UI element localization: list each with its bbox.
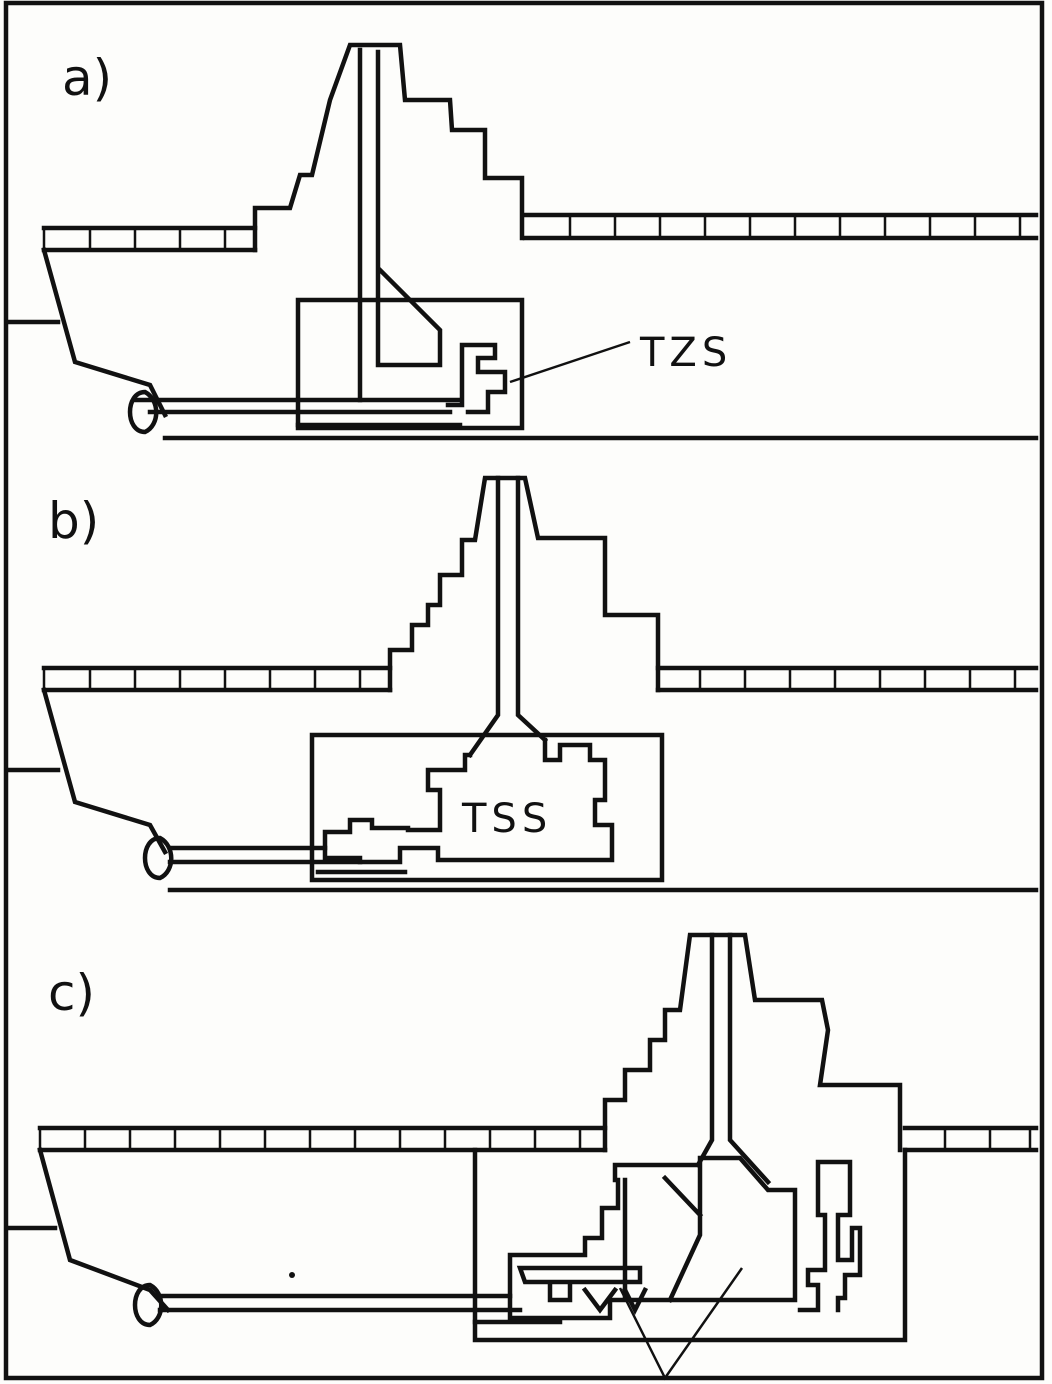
panel-c: c) [5,932,1039,1381]
panel-c-engine-block [507,1155,798,1321]
panel-c-leader-lines [618,1267,744,1381]
panel-b-shaft [167,845,408,875]
panel-a-shaft [132,397,463,428]
panel-c-uptake [694,932,772,1186]
panel-a-deck-hatching [42,215,1022,250]
panel-c-speck [289,1272,295,1278]
panel-a-propeller-icon [127,389,159,435]
panel-c-gearbox [516,1265,649,1316]
panel-b-deck-hatching [42,668,1017,690]
figure-frame [3,0,1045,1381]
panel-a-uptake [357,47,443,403]
panel-a-superstructure [252,42,525,253]
panel-b-deck [41,665,1039,693]
panel-c-propeller-icon [132,1282,164,1328]
panel-c-auxiliary-unit [797,1159,863,1313]
panel-a-label: a) [62,49,112,107]
panel-a-deck [41,212,1039,253]
panel-b-hull [5,687,169,856]
panel-b-uptake [466,475,549,759]
panel-a-turbine-unit [445,342,508,415]
panel-c-deck-hatching [38,1128,1032,1150]
panel-a-leader-line [509,340,631,384]
panel-c-deck [37,1125,1039,1153]
panel-b-label: b) [48,492,99,550]
panel-b-superstructure [387,475,661,693]
panel-c-label: c) [48,964,95,1022]
panel-b-engine-room [309,732,665,883]
panel-a-annotation: TZS [639,330,732,376]
panel-c-superstructure [602,932,903,1153]
panel-a: a) TZS [5,42,1039,441]
panel-c-shaft [157,1293,563,1325]
panel-b-annotation: TSS [461,796,552,842]
panel-b-propeller-icon [142,835,174,881]
panel-c-engine-room [472,1147,908,1343]
panel-b: b) TSS [5,475,1039,893]
panel-a-engine-room [295,297,525,431]
